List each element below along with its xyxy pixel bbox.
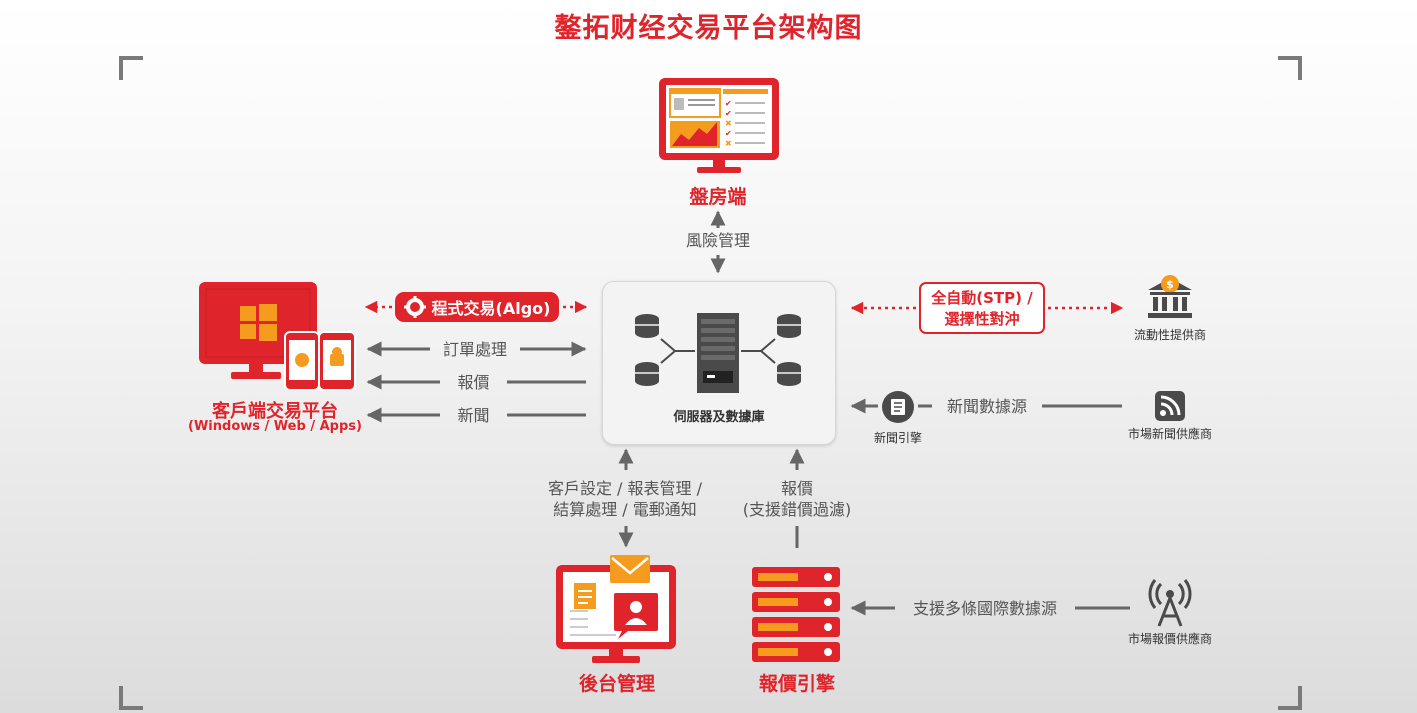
server-database-icon: [633, 313, 803, 397]
svg-text:✔: ✔: [725, 99, 732, 108]
multi-source-label: 支援多條國際數據源: [912, 599, 1057, 618]
antenna-icon: [1147, 578, 1193, 632]
dealing-label: 盤房端: [689, 186, 747, 208]
client-label: 客戶端交易平台: [212, 401, 338, 422]
quote-vendor-label: 市場報價供應商: [1127, 632, 1212, 646]
bank-icon: $: [1144, 270, 1196, 326]
algo-label: 程式交易(Algo): [431, 299, 551, 318]
news-label: 新聞: [457, 406, 490, 425]
rss-icon: [1155, 391, 1185, 425]
stp-label-line2: 選擇性對沖: [944, 310, 1020, 328]
svg-text:✔: ✔: [725, 109, 732, 118]
server-label: 伺服器及數據庫: [673, 410, 765, 425]
algo-badge: 程式交易(Algo): [395, 292, 559, 322]
price-engine-rack-icon: [752, 567, 842, 669]
client-devices-icon: [199, 282, 357, 394]
client-sublabel: (Windows / Web / Apps): [188, 419, 362, 434]
quote-label: 報價: [457, 373, 490, 392]
corner-top-left: [119, 56, 143, 80]
svg-text:✖: ✖: [725, 139, 732, 148]
backoffice-label: 後台管理: [578, 673, 655, 695]
svg-text:$: $: [1166, 278, 1174, 291]
corner-top-right: [1278, 56, 1302, 80]
corner-bottom-right: [1278, 686, 1302, 710]
price-engine-label: 報價引擎: [758, 673, 835, 695]
backoffice-label-line2: 結算處理 / 電郵通知: [553, 500, 697, 519]
stp-label-line1: 全自動(STP) /: [931, 289, 1033, 307]
stp-hedge-box: 全自動(STP) / 選擇性對沖: [919, 282, 1045, 334]
svg-text:✖: ✖: [725, 119, 732, 128]
risk-label: 風險管理: [685, 231, 750, 250]
order-label: 訂單處理: [442, 340, 507, 359]
news-engine-icon: [881, 390, 915, 428]
dealing-monitor-icon: ✔ ✔ ✖ ✔ ✖: [659, 78, 779, 182]
page-title: 鏊拓财经交易平台架构图: [554, 13, 863, 44]
algo-gear-icon: [403, 296, 426, 318]
news-engine-label: 新聞引擎: [873, 431, 922, 445]
news-vendor-label: 市場新聞供應商: [1127, 427, 1212, 441]
backoffice-monitor-icon: [556, 553, 678, 669]
liquidity-label: 流動性提供商: [1133, 328, 1206, 342]
svg-text:✔: ✔: [725, 129, 732, 138]
backoffice-label-line1: 客戶設定 / 報表管理 /: [547, 479, 703, 498]
corner-bottom-left: [119, 686, 143, 710]
price-label-line2: (支援錯價過濾): [742, 500, 852, 519]
news-source-label: 新聞數據源: [946, 397, 1027, 416]
price-label-line1: 報價: [780, 479, 813, 498]
